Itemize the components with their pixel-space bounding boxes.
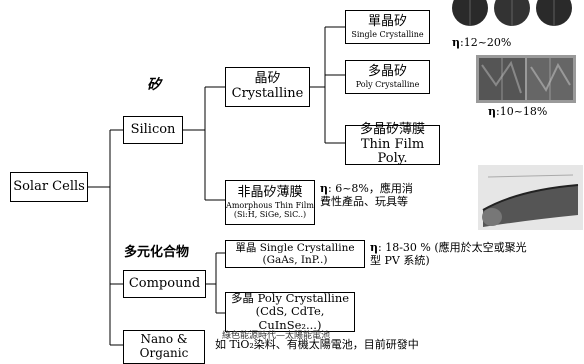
poly-efficiency-value: :10~18% — [496, 105, 548, 118]
poly-crystalline-photo — [476, 55, 576, 103]
compound-chinese-label: 多元化合物 — [124, 245, 190, 260]
amorphous-zh: 非晶矽薄膜 — [237, 184, 303, 200]
single-crystalline-box: 單晶矽 Single Crystalline — [345, 10, 430, 44]
crystalline-box: 晶矽 Crystalline — [225, 67, 310, 107]
crystalline-zh: 晶矽 — [254, 71, 281, 87]
silicon-label: Silicon — [130, 121, 176, 137]
compound-label: Compound — [128, 275, 201, 291]
eta-symbol: η — [452, 36, 460, 49]
single-crystalline-zh: 單晶矽 — [367, 13, 407, 29]
compound-single-box: 單晶 Single Crystalline (GaAs, InP..) — [225, 240, 365, 268]
thin-film-poly-zh: 多晶矽薄膜 — [359, 121, 425, 137]
solar-cells-label: Solar Cells — [13, 178, 85, 194]
single-efficiency-value: :12~20% — [460, 36, 512, 49]
eta-symbol: η — [370, 241, 378, 254]
amorphous-box: 非晶矽薄膜 Amorphous Thin Film (Si:H, SiGe, S… — [225, 180, 315, 225]
single-crystalline-photo — [450, 0, 580, 32]
nano-line1: Nano & — [140, 332, 188, 347]
compound-single-line2: (GaAs, InP..) — [262, 254, 328, 266]
nano-description: 如 TiO₂染料、有機太陽電池，目前研發中 — [215, 338, 419, 351]
single-efficiency: η:12~20% — [452, 36, 511, 49]
thin-film-poly-box: 多晶矽薄膜 Thin Film Poly. — [345, 121, 440, 167]
solar-cells-box: Solar Cells — [10, 172, 88, 202]
compound-efficiency-line2: 型 PV 系統) — [370, 254, 430, 268]
amorphous-efficiency: η: 6~8%，應用消 費性產品、玩具等 — [320, 182, 413, 208]
amorphous-en: Amorphous Thin Film — [226, 200, 314, 210]
thin-film-poly-en: Thin Film Poly. — [360, 136, 425, 167]
thin-film-photo — [478, 165, 583, 230]
flexible-film-image — [478, 165, 583, 230]
compound-single-line1: 單晶 Single Crystalline — [235, 241, 355, 254]
compound-efficiency-line1: : 18-30 % (應用於太空或聚光 — [378, 241, 527, 254]
nano-organic-box: Nano & Organic — [123, 330, 205, 364]
wafer-image — [452, 0, 572, 26]
compound-box: Compound — [123, 270, 206, 298]
eta-symbol: η — [320, 182, 328, 195]
single-crystalline-en: Single Crystalline — [351, 29, 424, 39]
overlay-caption: 綠色能源時代—太陽能電池 — [222, 331, 331, 341]
compound-poly-box: 多晶 Poly Crystalline (CdS, CdTe, CuInSe₂.… — [225, 291, 355, 332]
eta-symbol: η — [488, 105, 496, 118]
compound-poly-line2: (CdS, CdTe, CuInSe₂...) — [255, 304, 325, 332]
compound-efficiency: η: 18-30 % (應用於太空或聚光 型 PV 系統) — [370, 241, 527, 267]
poly-wafer-image — [476, 55, 576, 103]
crystalline-en: Crystalline — [231, 86, 304, 101]
poly-crystalline-en: Poly Crystalline — [355, 79, 420, 89]
poly-efficiency: η:10~18% — [488, 105, 547, 118]
compound-poly-line1: 多晶 Poly Crystalline — [230, 291, 350, 306]
silicon-box: Silicon — [123, 116, 183, 144]
nano-line2: Organic — [139, 346, 189, 360]
poly-crystalline-box: 多晶矽 Poly Crystalline — [345, 60, 430, 94]
amorphous-efficiency-line2: 費性產品、玩具等 — [320, 195, 408, 209]
amorphous-detail: (Si:H, SiGe, SiC..) — [233, 209, 307, 219]
amorphous-efficiency-line1: : 6~8%，應用消 — [328, 182, 413, 195]
silicon-chinese-label: 矽 — [147, 77, 161, 93]
poly-crystalline-zh: 多晶矽 — [367, 63, 407, 79]
